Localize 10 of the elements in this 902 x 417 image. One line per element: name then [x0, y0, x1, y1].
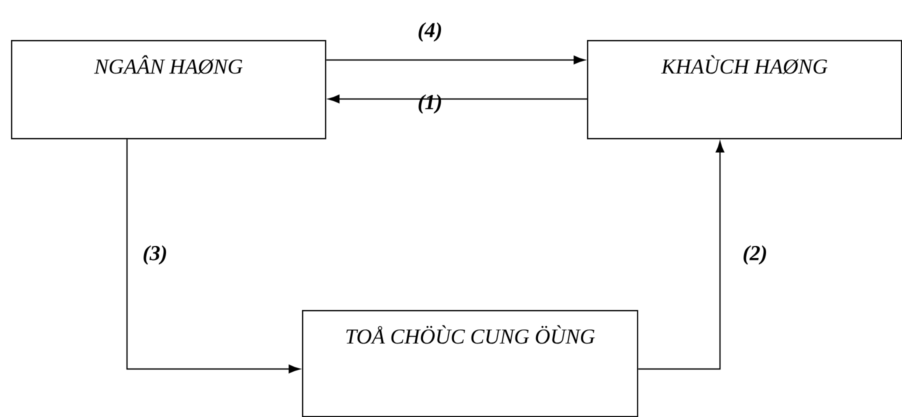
edge-label: (3) — [144, 245, 166, 265]
edge-label: (4) — [418, 22, 442, 42]
edge-label: (2) — [744, 245, 766, 265]
arrow — [328, 94, 587, 104]
arrow — [326, 56, 585, 64]
arrow — [638, 141, 724, 370]
process-box: TOÅ CHÖÙC CUNG ÖÙNG — [302, 310, 638, 417]
arrow — [126, 139, 300, 374]
process-box: NGAÂN HAØNG — [11, 40, 326, 140]
process-box: KHAÙCH HAØNG — [587, 40, 902, 140]
